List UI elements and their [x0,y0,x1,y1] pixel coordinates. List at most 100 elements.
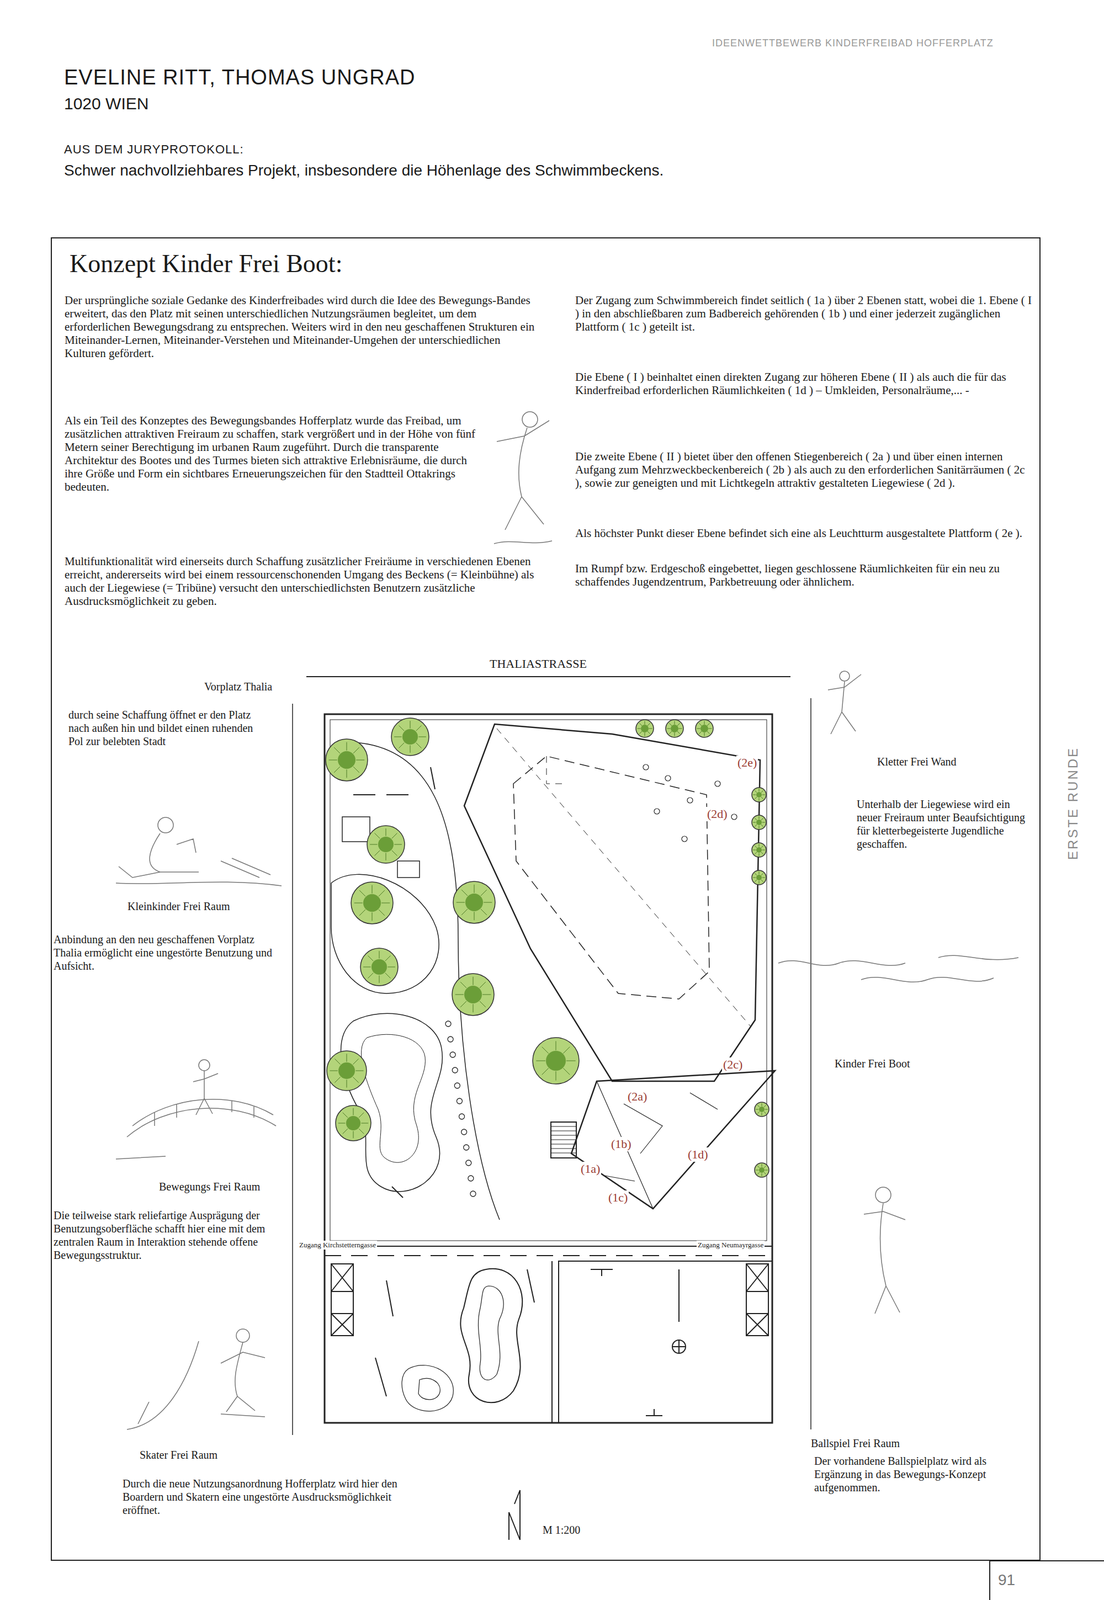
area-divider [551,1261,553,1424]
sketch-figure [863,1203,906,1314]
area-title: Bewegungs Frei Raum [158,1180,260,1194]
callout-number: (1b) [609,1137,633,1152]
tree-symbol [368,956,374,962]
tree-symbol [754,790,757,793]
north-arrow [508,1490,520,1541]
tree-symbol [698,723,702,726]
tree-symbol [761,1103,763,1107]
tree-symbol [754,824,757,827]
running-header: IDEENWETTBEWERB KINDERFREIBAD HOFFERPLAT… [712,37,994,50]
tree-symbol [385,852,387,861]
tree-symbol [759,880,760,884]
area-note: Unterhalb der Liegewiese wird ein neuer … [856,797,1034,851]
tree-symbol [542,1047,549,1054]
tree-symbol [473,977,474,986]
bollard-dot [468,1175,474,1182]
tree-symbol [391,833,398,840]
tree-symbol [755,1170,759,1171]
play-area [331,874,439,994]
tree-symbol [669,723,672,726]
tree-symbol [759,871,760,875]
tree-symbol [480,909,487,916]
tree-symbol [637,728,641,730]
tree-symbol [346,1116,361,1131]
tree-symbol [752,877,756,879]
tree-symbol [542,1068,549,1075]
tree-symbol [755,1109,759,1111]
skate-relief [460,1269,523,1404]
tree-symbol [754,879,757,883]
tree-symbol [352,1058,359,1065]
tree-symbol [474,884,475,894]
tree-symbol [325,739,368,782]
area-title: Vorplatz Thalia [204,680,273,694]
jury-heading: AUS DEM JURYPROTOKOLL: [64,142,244,157]
light-cone-dot [714,781,721,787]
walkway [336,742,500,1220]
tree-symbol [754,845,757,848]
tree-symbol [394,736,402,738]
tree-symbol [385,956,391,962]
tree-symbol [418,736,427,738]
tree-symbol [647,723,651,726]
tree-symbol [391,850,398,857]
tree-symbol [759,816,760,820]
page-number-rule [989,1561,991,1600]
tree-symbol [355,1070,364,1072]
tree-symbol [756,792,762,798]
bollard-dot [463,1144,470,1151]
tree-symbol [379,951,380,959]
area-note: Der vorhandene Ballspielplatz wird als E… [814,1454,1035,1495]
tree-symbol [762,877,766,879]
tree-symbol [756,874,762,881]
tree-symbol [532,1037,580,1085]
area-note: Die teilweise stark reliefartige Auspräg… [53,1208,280,1262]
tree-symbol [669,731,672,735]
tree-symbol [402,729,418,745]
tree-symbol [751,815,767,830]
tree-symbol [761,1164,763,1167]
tree-symbol [461,909,468,916]
bollard-dot [456,1098,463,1104]
tree-symbol [359,890,366,897]
sketch-figure [115,1070,276,1160]
tree-symbol [640,724,649,733]
scale-label: M 1:200 [542,1523,581,1537]
tree-symbol [461,889,468,896]
tree-symbol [754,797,757,800]
hatched-box [746,1264,769,1336]
area-note: Durch die neue Nutzungsanordnung Hofferp… [122,1477,410,1517]
area-note: durch seine Schaffung öffnet er den Plat… [68,708,268,748]
tree-symbol [763,1165,767,1169]
hatched-box [331,1264,354,1336]
tree-symbol [761,1173,763,1177]
tower-building-lines [596,1081,718,1209]
tree-symbol [353,1108,354,1116]
tree-symbol [358,1128,364,1134]
tree-symbol [677,731,681,735]
tree-symbol [700,724,709,733]
tree-symbol [381,903,390,904]
tree-symbol [761,873,764,876]
bollard-dot [465,1160,472,1166]
skate-ramp [375,1269,535,1397]
tree-symbol [363,967,371,968]
tree-symbol [385,828,387,837]
area-title: Kleinkinder Frei Raum [127,899,231,914]
tree-symbol [757,1172,760,1175]
tree-symbol [674,732,676,736]
tree-symbol [353,766,360,773]
sketch-figure [522,411,538,428]
tree-symbol [333,766,341,773]
tree-symbol [391,718,429,756]
tree-symbol [757,1105,760,1108]
tree-symbol [359,909,366,916]
tree-symbol [368,973,374,979]
area-title: Kinder Frei Boot [834,1057,911,1071]
light-cone-dot [665,775,671,782]
tree-symbol [346,769,348,778]
sketch-figure [236,1329,250,1343]
pond [341,1013,443,1192]
tree-symbol [648,728,652,730]
hull-axis [496,728,751,1027]
